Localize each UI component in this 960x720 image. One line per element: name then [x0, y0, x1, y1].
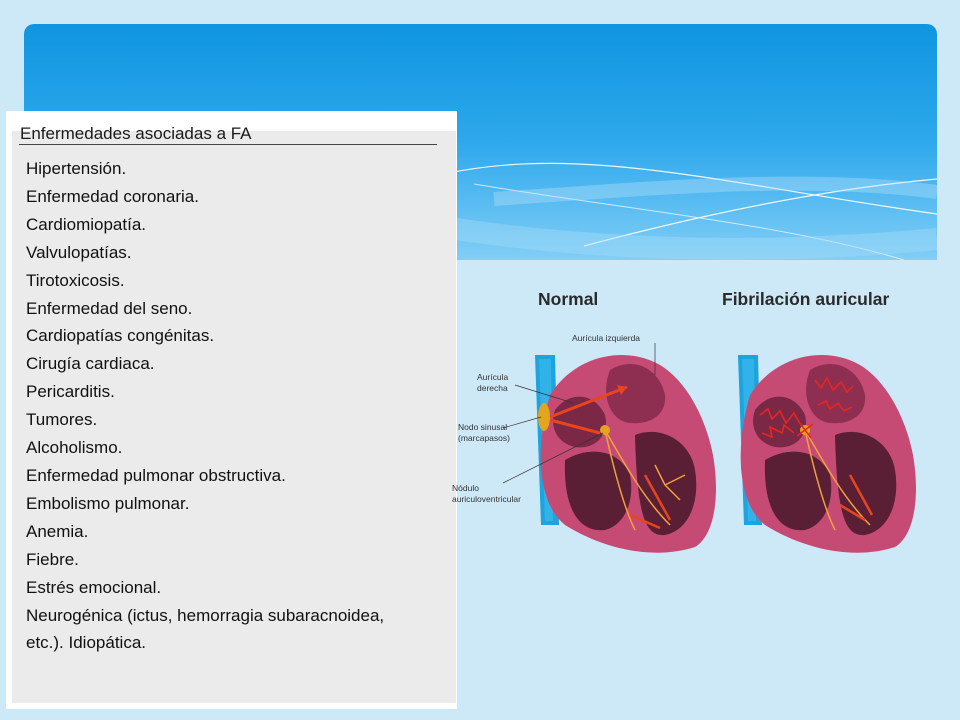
list-item: Cardiopatías congénitas. [26, 326, 215, 346]
list-panel [6, 111, 457, 709]
list-panel-inner [12, 131, 456, 703]
list-item: Enfermedad del seno. [26, 298, 193, 318]
normal-caption: Normal [538, 289, 599, 309]
list-item: Fiebre. [26, 549, 79, 569]
list-item: Alcoholismo. [26, 438, 123, 458]
label-right-atrium-line2: derecha [477, 383, 508, 393]
list-title: Enfermedades asociadas a FA [20, 124, 252, 143]
list-item: Tirotoxicosis. [26, 270, 125, 290]
list-item: Enfermedad coronaria. [26, 186, 199, 206]
label-av-node-line1: Nódulo [452, 483, 479, 493]
list-title-divider [19, 144, 437, 145]
list-item: Tumores. [26, 410, 98, 430]
list-item: Hipertensión. [26, 159, 127, 178]
list-item: Anemia. [26, 521, 89, 541]
list-item: Enfermedad pulmonar obstructiva. [26, 465, 286, 485]
banner-waves [422, 162, 937, 261]
list-item: Estrés emocional. [26, 577, 162, 597]
list-item: Cardiomiopatía. [26, 214, 147, 234]
label-left-atrium: Aurícula izquierda [572, 333, 641, 343]
list-item: Neurogénica (ictus, hemorragia subaracno… [26, 605, 385, 625]
label-sinus-node-line2: (marcapasos) [458, 433, 510, 443]
list-item: etc.). Idiopática. [26, 633, 147, 653]
list-item: Pericarditis. [26, 382, 115, 402]
label-right-atrium-line1: Aurícula [477, 372, 509, 382]
list-item: Valvulopatías. [26, 242, 132, 262]
label-av-node-line2: auriculoventricular [452, 494, 521, 504]
heart-diagram-normal [502, 343, 716, 553]
list-item: Embolismo pulmonar. [26, 493, 190, 513]
label-sinus-node-line1: Nodo sinusal [458, 422, 508, 432]
heart-diagram-fibrillation [738, 355, 916, 553]
list-item: Cirugía cardiaca. [26, 354, 155, 374]
fa-caption: Fibrilación auricular [722, 289, 890, 309]
disease-list: Hipertensión. Enfermedad coronaria. Card… [26, 155, 384, 657]
